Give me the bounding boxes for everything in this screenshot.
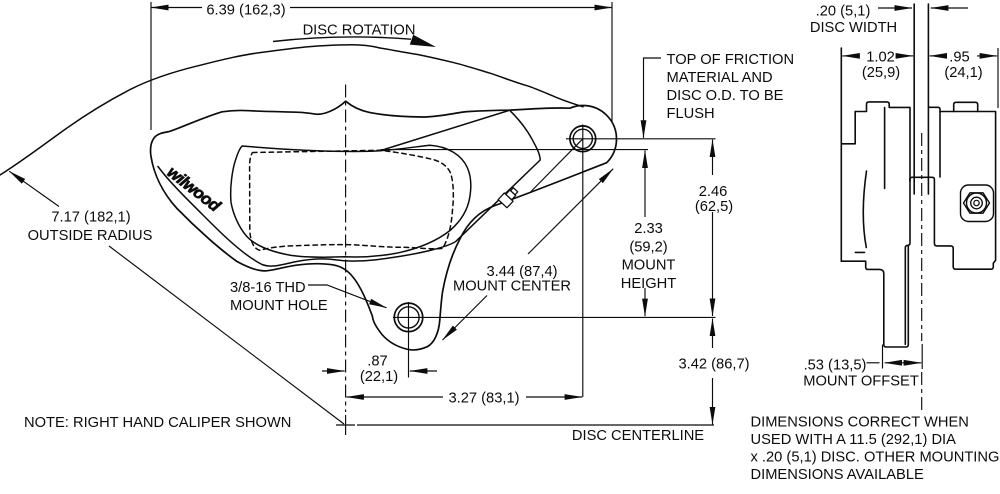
svg-text:HEIGHT: HEIGHT <box>621 276 677 292</box>
svg-text:DISC ROTATION: DISC ROTATION <box>303 23 416 39</box>
svg-text:.87: .87 <box>367 354 387 370</box>
svg-text:DISC WIDTH: DISC WIDTH <box>810 20 897 36</box>
svg-text:MOUNT CENTER: MOUNT CENTER <box>453 279 571 295</box>
svg-text:MOUNT OFFSET: MOUNT OFFSET <box>803 374 919 390</box>
svg-text:7.17 (182,1): 7.17 (182,1) <box>51 210 130 226</box>
svg-text:DIMENSIONS CORRECT WHEN: DIMENSIONS CORRECT WHEN <box>751 414 969 430</box>
svg-text:MOUNT HOLE: MOUNT HOLE <box>230 298 328 314</box>
svg-text:DISC CENTERLINE: DISC CENTERLINE <box>572 428 704 444</box>
svg-text:(62,5): (62,5) <box>695 199 733 215</box>
svg-text:.20 (5,1): .20 (5,1) <box>816 4 871 20</box>
svg-text:DIMENSIONS AVAILABLE: DIMENSIONS AVAILABLE <box>751 467 925 483</box>
svg-text:3.42 (86,7): 3.42 (86,7) <box>678 357 749 373</box>
svg-text:6.39 (162,3): 6.39 (162,3) <box>206 3 285 19</box>
svg-text:x .20 (5,1) DISC. OTHER MOUNTI: x .20 (5,1) DISC. OTHER MOUNTING <box>751 450 1000 466</box>
svg-text:USED WITH A 11.5 (292,1) DIA: USED WITH A 11.5 (292,1) DIA <box>751 432 957 448</box>
svg-text:.95: .95 <box>949 50 969 66</box>
svg-text:.53 (13,5): .53 (13,5) <box>804 358 867 374</box>
svg-text:1.02: 1.02 <box>866 50 895 66</box>
svg-text:OUTSIDE RADIUS: OUTSIDE RADIUS <box>28 228 153 244</box>
svg-text:(24,1): (24,1) <box>944 65 982 81</box>
svg-text:(25,9): (25,9) <box>862 65 900 81</box>
svg-text:3/8-16 THD: 3/8-16 THD <box>230 280 306 296</box>
svg-text:NOTE: RIGHT HAND CALIPER SHOWN: NOTE: RIGHT HAND CALIPER SHOWN <box>24 415 291 431</box>
svg-text:FLUSH: FLUSH <box>667 106 715 122</box>
svg-text:DISC O.D. TO BE: DISC O.D. TO BE <box>667 88 784 104</box>
svg-text:3.27 (83,1): 3.27 (83,1) <box>448 391 519 407</box>
svg-text:2.46: 2.46 <box>699 184 728 200</box>
svg-text:TOP OF FRICTION: TOP OF FRICTION <box>667 52 795 68</box>
svg-text:wilwood: wilwood <box>164 163 225 216</box>
svg-text:3.44 (87,4): 3.44 (87,4) <box>486 264 557 280</box>
svg-text:(22,1): (22,1) <box>360 369 398 385</box>
svg-text:2.33: 2.33 <box>634 221 663 237</box>
svg-text:MATERIAL AND: MATERIAL AND <box>667 70 773 86</box>
svg-text:(59,2): (59,2) <box>629 240 667 256</box>
svg-text:MOUNT: MOUNT <box>622 258 676 274</box>
